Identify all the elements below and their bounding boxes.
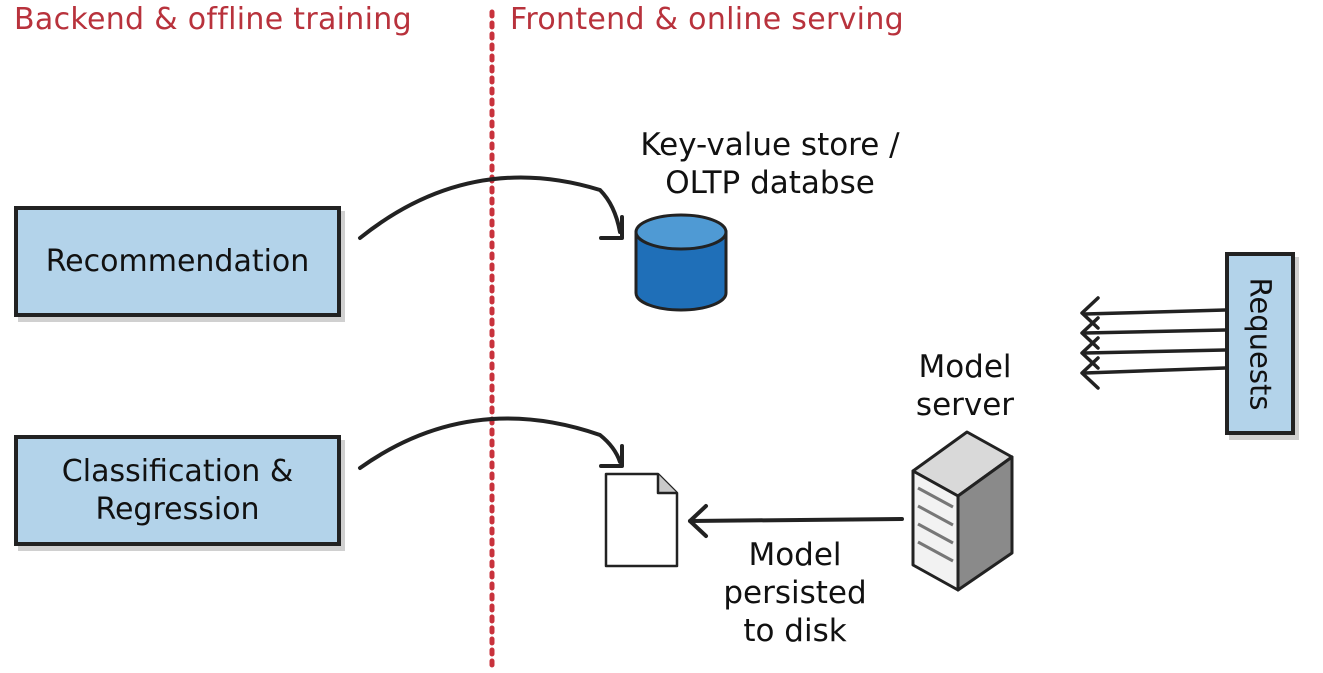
server-label-line2: server xyxy=(915,387,1015,423)
classification-label-line2: Regression xyxy=(95,491,260,527)
recommendation-label: Recommendation xyxy=(45,243,310,279)
request-arrows xyxy=(1080,296,1227,390)
recommendation-to-database-arrow xyxy=(358,175,622,240)
server-icon xyxy=(911,430,1014,592)
document-icon xyxy=(604,472,679,568)
database-icon xyxy=(634,213,728,312)
classification-arrowhead xyxy=(599,444,624,468)
kv-label-line2: OLTP databse xyxy=(665,165,875,201)
server-to-document-arrow xyxy=(688,517,904,523)
recommendation-arrowhead xyxy=(599,215,624,240)
persist-label-line2: persisted xyxy=(723,575,867,611)
frontend-online-title: Frontend & online serving xyxy=(510,2,904,37)
server-to-document-arrowhead xyxy=(688,504,708,538)
backend-offline-title: Backend & offline training xyxy=(14,2,412,37)
kv-label-line1: Key-value store / xyxy=(640,127,900,163)
requests-label: Requests xyxy=(1243,277,1278,410)
classification-label-line1: Classification & xyxy=(61,453,294,489)
persist-label-line3: to disk xyxy=(743,613,847,649)
key-value-store-label: Key-value store / OLTP databse xyxy=(600,126,940,202)
model-server-label: Model server xyxy=(890,348,1040,424)
recommendation-box: Recommendation xyxy=(14,206,341,317)
server-label-line1: Model xyxy=(918,349,1012,385)
persist-label-line1: Model xyxy=(748,537,842,573)
classification-to-document-arrow xyxy=(358,416,622,470)
classification-regression-box: Classification & Regression xyxy=(14,435,341,546)
requests-box: Requests xyxy=(1225,252,1295,435)
model-persisted-label: Model persisted to disk xyxy=(700,536,890,650)
